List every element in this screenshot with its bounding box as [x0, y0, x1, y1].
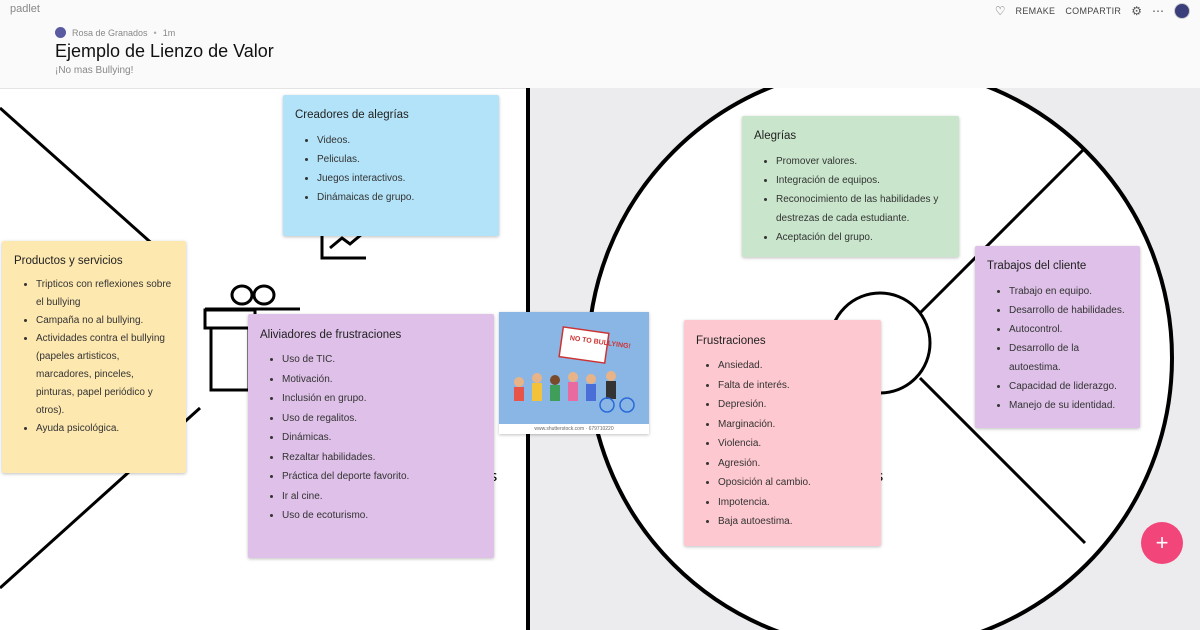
- list-item: Dinámicas.: [282, 428, 482, 448]
- heart-icon[interactable]: ♡: [994, 4, 1006, 18]
- list-item: Agresión.: [718, 454, 869, 474]
- list-item: Rezaltar habilidades.: [282, 448, 482, 468]
- page-subtitle: ¡No mas Bullying!: [55, 65, 134, 76]
- user-avatar[interactable]: [1174, 3, 1190, 19]
- list-item: Inclusión en grupo.: [282, 389, 482, 409]
- author-name[interactable]: Rosa de Granados: [72, 27, 148, 38]
- brand-logo[interactable]: padlet: [10, 3, 40, 15]
- image-caption: www.shutterstock.com · 679710220: [534, 426, 614, 432]
- list-item: Desarrollo de la autoestima.: [1009, 339, 1128, 377]
- note-trabajos[interactable]: Trabajos del cliente Trabajo en equipo. …: [975, 246, 1140, 428]
- list-item: Integración de equipos.: [776, 171, 947, 190]
- note-title: Trabajos del cliente: [987, 260, 1087, 272]
- list-item: Dinámaicas de grupo.: [317, 188, 487, 207]
- note-alegrias[interactable]: Alegrías Promover valores. Integración d…: [742, 116, 959, 257]
- list-item: Baja autoestima.: [718, 512, 869, 532]
- list-item: Ansiedad.: [718, 356, 869, 376]
- list-item: Ayuda psicológica.: [36, 420, 174, 438]
- list-item: Autocontrol.: [1009, 320, 1128, 339]
- list-item: Campaña no al bullying.: [36, 312, 174, 330]
- list-item: Práctica del deporte favorito.: [282, 467, 482, 487]
- note-title: Alegrías: [754, 130, 797, 142]
- list-item: Desarrollo de habilidades.: [1009, 301, 1128, 320]
- add-icon: +: [1155, 530, 1169, 555]
- canvas: s s Creadores de alegrías Videos. Pelicu…: [0, 88, 1200, 630]
- note-title: Creadores de alegrías: [295, 109, 409, 121]
- list-item: Falta de interés.: [718, 376, 869, 396]
- list-item: Violencia.: [718, 434, 869, 454]
- list-item: Trabajo en equipo.: [1009, 282, 1128, 301]
- list-item: Marginación.: [718, 415, 869, 435]
- list-item: Actividades contra el bullying (papeles …: [36, 330, 174, 420]
- add-post-button[interactable]: +: [1141, 522, 1183, 564]
- post-time: 1m: [162, 27, 176, 38]
- note-title: Frustraciones: [696, 335, 766, 347]
- note-title: Aliviadores de frustraciones: [260, 329, 402, 341]
- more-icon[interactable]: ⋯: [1152, 4, 1164, 18]
- note-creadores[interactable]: Creadores de alegrías Videos. Peliculas.…: [283, 95, 499, 236]
- note-frustraciones[interactable]: Frustraciones Ansiedad. Falta de interés…: [684, 320, 881, 546]
- list-item: Depresión.: [718, 395, 869, 415]
- list-item: Tripticos con reflexiones sobre el bully…: [36, 276, 174, 312]
- list-item: Manejo de su identidad.: [1009, 396, 1128, 415]
- author-row: Rosa de Granados • 1m: [55, 27, 175, 38]
- page-title: Ejemplo de Lienzo de Valor: [55, 41, 274, 61]
- list-item: Videos.: [317, 131, 487, 150]
- list-item: Reconocimiento de las habilidades y dest…: [776, 190, 947, 228]
- share-button[interactable]: COMPARTIR: [1065, 6, 1122, 16]
- list-item: Impotencia.: [718, 493, 869, 513]
- bullying-illustration: NO TO BULLYING!: [499, 312, 649, 424]
- padlet-header: padlet Rosa de Granados • 1m Ejemplo de …: [0, 0, 1200, 89]
- bullying-image[interactable]: NO TO BULLYING! www.shutterstock.com · 6…: [499, 312, 649, 434]
- remake-button[interactable]: REMAKE: [1015, 6, 1056, 16]
- list-item: Promover valores.: [776, 152, 947, 171]
- top-actions: ♡ REMAKE COMPARTIR ⚙ ⋯: [995, 3, 1190, 19]
- separator-dot: •: [153, 27, 157, 38]
- note-title: Productos y servicios: [14, 255, 123, 267]
- list-item: Peliculas.: [317, 150, 487, 169]
- list-item: Motivación.: [282, 370, 482, 390]
- list-item: Juegos interactivos.: [317, 169, 487, 188]
- list-item: Capacidad de liderazgo.: [1009, 377, 1128, 396]
- list-item: Uso de regalitos.: [282, 409, 482, 429]
- note-productos[interactable]: Productos y servicios Tripticos con refl…: [2, 241, 186, 473]
- list-item: Uso de ecoturismo.: [282, 506, 482, 526]
- list-item: Oposición al cambio.: [718, 473, 869, 493]
- gear-icon[interactable]: ⚙: [1131, 4, 1142, 18]
- list-item: Uso de TIC.: [282, 350, 482, 370]
- list-item: Ir al cine.: [282, 487, 482, 507]
- note-aliviadores[interactable]: Aliviadores de frustraciones Uso de TIC.…: [248, 314, 494, 558]
- list-item: Aceptación del grupo.: [776, 228, 947, 247]
- author-avatar[interactable]: [55, 27, 66, 38]
